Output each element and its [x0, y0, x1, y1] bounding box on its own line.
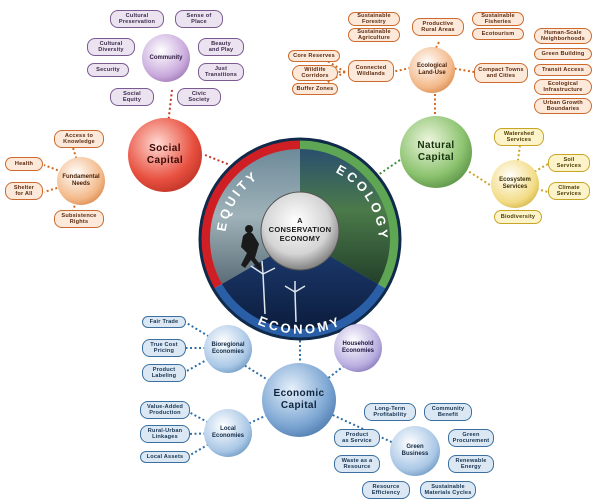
- productive-rural-areas-hub[interactable]: Productive Rural Areas: [412, 18, 464, 36]
- green-business-item[interactable]: Green Procurement: [448, 429, 494, 447]
- local-economies-item[interactable]: Value-Added Production: [140, 401, 190, 419]
- fundamental-needs-item[interactable]: Access to Knowledge: [54, 130, 104, 148]
- bioregional-item[interactable]: Fair Trade: [142, 316, 186, 328]
- economic-capital-hub[interactable]: Economic Capital: [262, 363, 336, 437]
- community-item[interactable]: Civic Society: [177, 88, 221, 106]
- local-economies-item[interactable]: Local Assets: [140, 451, 190, 463]
- compact-towns-item[interactable]: Green Building: [534, 48, 592, 60]
- ecosystem-services-item[interactable]: Watershed Services: [494, 128, 544, 146]
- compact-towns-hub[interactable]: Compact Towns and Cities: [474, 63, 528, 83]
- fundamental-needs-item[interactable]: Health: [5, 157, 43, 171]
- fundamental-needs-item[interactable]: Subsistence Rights: [54, 210, 104, 228]
- land-use-item[interactable]: Core Reserves: [288, 50, 340, 62]
- green-business-hub[interactable]: Green Business: [390, 426, 440, 476]
- green-business-item[interactable]: Renewable Energy: [448, 455, 494, 473]
- land-use-item[interactable]: Wildlife Corridors: [292, 65, 338, 81]
- community-item[interactable]: Social Equity: [110, 88, 154, 106]
- green-business-item[interactable]: Resource Efficiency: [362, 481, 410, 499]
- community-item[interactable]: Cultural Preservation: [110, 10, 164, 28]
- rural-item[interactable]: Sustainable Agriculture: [348, 28, 400, 42]
- community-hub[interactable]: Community: [142, 34, 190, 82]
- center-title: A CONSERVATION ECONOMY: [262, 197, 338, 261]
- land-use-item[interactable]: Buffer Zones: [292, 83, 338, 95]
- social-capital-hub[interactable]: Social Capital: [128, 118, 202, 192]
- compact-towns-item[interactable]: Human-Scale Neighborhoods: [534, 28, 592, 44]
- local-economies-hub[interactable]: Local Economies: [204, 409, 252, 457]
- natural-capital-hub[interactable]: Natural Capital: [400, 116, 472, 188]
- ecosystem-services-hub[interactable]: Ecosystem Services: [491, 160, 539, 208]
- community-item[interactable]: Just Transitions: [198, 63, 244, 81]
- bioregional-economies-hub[interactable]: Bioregional Economies: [204, 325, 252, 373]
- local-economies-item[interactable]: Rural-Urban Linkages: [140, 425, 190, 443]
- ecological-land-use-hub[interactable]: Ecological Land-Use: [409, 47, 455, 93]
- land-use-item[interactable]: Connected Wildlands: [348, 60, 394, 82]
- compact-towns-item[interactable]: Transit Access: [534, 64, 592, 76]
- community-item[interactable]: Security: [87, 63, 129, 77]
- fundamental-needs-item[interactable]: Shelter for All: [5, 182, 43, 200]
- rural-item[interactable]: Sustainable Fisheries: [472, 12, 524, 26]
- rural-item[interactable]: Sustainable Forestry: [348, 12, 400, 26]
- community-item[interactable]: Sense of Place: [175, 10, 223, 28]
- rural-item[interactable]: Ecotourism: [472, 28, 524, 40]
- green-business-item[interactable]: Long-Term Profitability: [364, 403, 416, 421]
- green-business-item[interactable]: Waste as a Resource: [334, 455, 380, 473]
- compact-towns-item[interactable]: Ecological Infrastructure: [534, 79, 592, 95]
- green-business-item[interactable]: Sustainable Materials Cycles: [420, 481, 476, 499]
- community-item[interactable]: Beauty and Play: [198, 38, 244, 56]
- green-business-item[interactable]: Product as Service: [334, 429, 380, 447]
- compact-towns-item[interactable]: Urban Growth Boundaries: [534, 98, 592, 114]
- household-economies-hub[interactable]: Household Economies: [334, 324, 382, 372]
- ecosystem-services-item[interactable]: Biodiversity: [494, 210, 542, 224]
- community-item[interactable]: Cultural Diversity: [87, 38, 135, 56]
- ecosystem-services-item[interactable]: Soil Services: [548, 154, 590, 172]
- bioregional-item[interactable]: Product Labeling: [142, 364, 186, 382]
- fundamental-needs-hub[interactable]: Fundamental Needs: [57, 157, 105, 205]
- green-business-item[interactable]: Community Benefit: [424, 403, 472, 421]
- bioregional-item[interactable]: True Cost Pricing: [142, 339, 186, 357]
- ecosystem-services-item[interactable]: Climate Services: [548, 182, 590, 200]
